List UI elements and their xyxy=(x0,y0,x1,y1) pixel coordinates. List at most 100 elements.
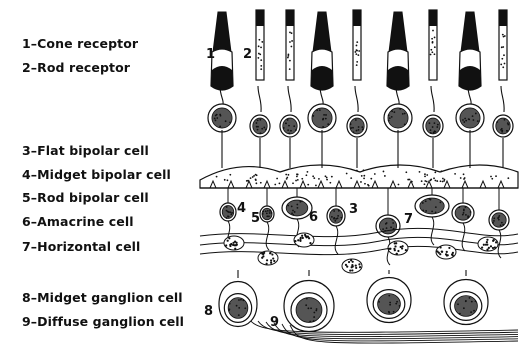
stipple-dot xyxy=(445,253,447,255)
stipple-dot xyxy=(285,174,287,176)
stipple-dot xyxy=(287,205,289,207)
stipple-dot xyxy=(486,248,488,250)
stipple-dot xyxy=(257,129,259,131)
stipple-dot xyxy=(229,245,231,247)
stipple-dot xyxy=(238,307,240,309)
inner-plexiform-layer xyxy=(200,228,518,273)
stipple-dot xyxy=(361,175,363,177)
stipple-dot xyxy=(269,252,271,254)
stipple-dot xyxy=(432,126,434,128)
stipple-dot xyxy=(352,261,354,263)
stipple-dot xyxy=(425,210,427,212)
stipple-dot xyxy=(287,57,289,59)
stipple-dot xyxy=(226,206,228,208)
stipple-dot xyxy=(289,31,291,33)
stipple-dot xyxy=(234,248,236,250)
stipple-dot xyxy=(291,206,293,208)
stipple-dot xyxy=(431,51,433,53)
stipple-dot xyxy=(465,206,467,208)
stipple-dot xyxy=(388,248,390,250)
stipple-dot xyxy=(316,308,318,310)
stipple-dot xyxy=(291,212,293,214)
stipple-dot xyxy=(337,215,339,217)
marker-8: 8 xyxy=(204,304,213,319)
stipple-dot xyxy=(495,241,497,243)
stipple-dot xyxy=(457,303,459,305)
stipple-dot xyxy=(297,179,299,181)
stipple-dot xyxy=(333,210,335,212)
stipple-dot xyxy=(490,176,492,178)
stipple-dot xyxy=(502,66,504,68)
stipple-dot xyxy=(350,177,352,179)
stipple-dot xyxy=(257,57,259,59)
stipple-dot xyxy=(424,180,426,182)
stipple-dot xyxy=(436,180,438,182)
receptor-fibre xyxy=(431,86,434,112)
stipple-dot xyxy=(228,237,230,239)
stipple-dot xyxy=(358,263,360,265)
stipple-dot xyxy=(491,178,493,180)
stipple-dot xyxy=(492,247,494,249)
stipple-dot xyxy=(283,127,285,129)
stipple-dot xyxy=(313,320,315,322)
stipple-dot xyxy=(228,310,230,312)
stipple-dot xyxy=(397,250,399,252)
stipple-dot xyxy=(361,126,363,128)
stipple-dot xyxy=(504,119,506,121)
stipple-dot xyxy=(325,175,327,177)
stipple-dot xyxy=(307,171,309,173)
stipple-dot xyxy=(276,178,278,180)
stipple-dot xyxy=(227,215,229,217)
stipple-dot xyxy=(426,174,428,176)
stipple-dot xyxy=(231,212,233,214)
stipple-dot xyxy=(430,129,432,131)
cone-receptor xyxy=(384,12,412,168)
stipple-dot xyxy=(500,129,502,131)
stipple-dot xyxy=(432,30,434,32)
stipple-dot xyxy=(244,307,246,309)
stipple-dot xyxy=(292,210,294,212)
stipple-dot xyxy=(351,269,353,271)
stipple-dot xyxy=(458,206,460,208)
stipple-dot xyxy=(472,115,474,117)
plexiform-process xyxy=(200,237,518,245)
stipple-dot xyxy=(288,133,290,135)
photoreceptor-row xyxy=(208,10,513,168)
stipple-dot xyxy=(459,313,461,315)
stipple-dot xyxy=(216,117,218,119)
stipple-dot xyxy=(279,182,281,184)
receptor-nucleus-chromatin xyxy=(496,118,510,134)
rod-receptor xyxy=(493,10,513,168)
stipple-dot xyxy=(404,123,406,125)
stipple-dot xyxy=(352,127,354,129)
stipple-dot xyxy=(504,63,506,65)
stipple-dot xyxy=(391,116,393,118)
stipple-dot xyxy=(260,68,262,70)
stipple-dot xyxy=(262,213,264,215)
stipple-dot xyxy=(266,212,268,214)
stipple-dot xyxy=(267,210,269,212)
stipple-dot xyxy=(495,175,497,177)
stipple-dot xyxy=(270,262,272,264)
marker-6: 6 xyxy=(309,210,318,225)
stipple-dot xyxy=(363,177,365,179)
receptor-nucleus-chromatin xyxy=(426,118,440,134)
receptor-nucleus-chromatin xyxy=(350,118,364,134)
marker-9: 9 xyxy=(270,315,279,330)
stipple-dot xyxy=(388,295,390,297)
stipple-dot xyxy=(471,301,473,303)
stipple-dot xyxy=(293,125,295,127)
stipple-dot xyxy=(269,212,271,214)
stipple-dot xyxy=(442,178,444,180)
stipple-dot xyxy=(325,118,327,120)
stipple-dot xyxy=(382,228,384,230)
receptor-nucleus-chromatin xyxy=(312,108,332,128)
rod-disc-stack xyxy=(286,10,294,26)
stipple-dot xyxy=(355,53,357,55)
stipple-dot xyxy=(448,247,450,249)
stipple-dot xyxy=(463,212,465,214)
stipple-dot xyxy=(292,214,294,216)
stipple-dot xyxy=(486,244,488,246)
synaptic-cluster xyxy=(258,251,278,265)
stipple-dot xyxy=(421,180,423,182)
